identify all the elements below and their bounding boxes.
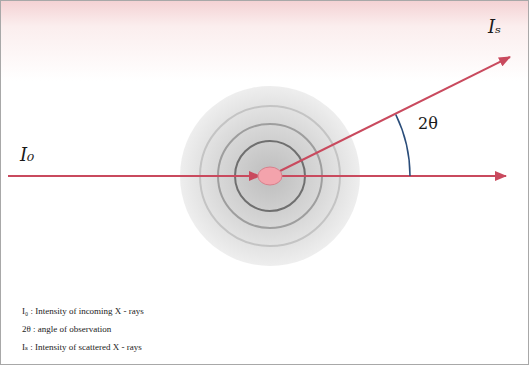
- scattered-ray: [280, 57, 510, 171]
- transmitted-ray: [282, 175, 506, 177]
- intensity-symbol: I₀: [20, 144, 34, 165]
- legend-note: 2θ : angle of observation: [22, 324, 111, 334]
- legend-note: I₀ : Intensity of incoming X - rays: [22, 306, 144, 316]
- legend-note: Iₛ : Intensity of scattered X - rays: [22, 342, 142, 352]
- nucleus: [258, 167, 282, 185]
- angle-arc: [396, 115, 410, 176]
- intensity-symbol: Iₛ: [488, 16, 501, 37]
- incoming-ray: [8, 175, 260, 177]
- angle-symbol: 2θ: [418, 114, 438, 133]
